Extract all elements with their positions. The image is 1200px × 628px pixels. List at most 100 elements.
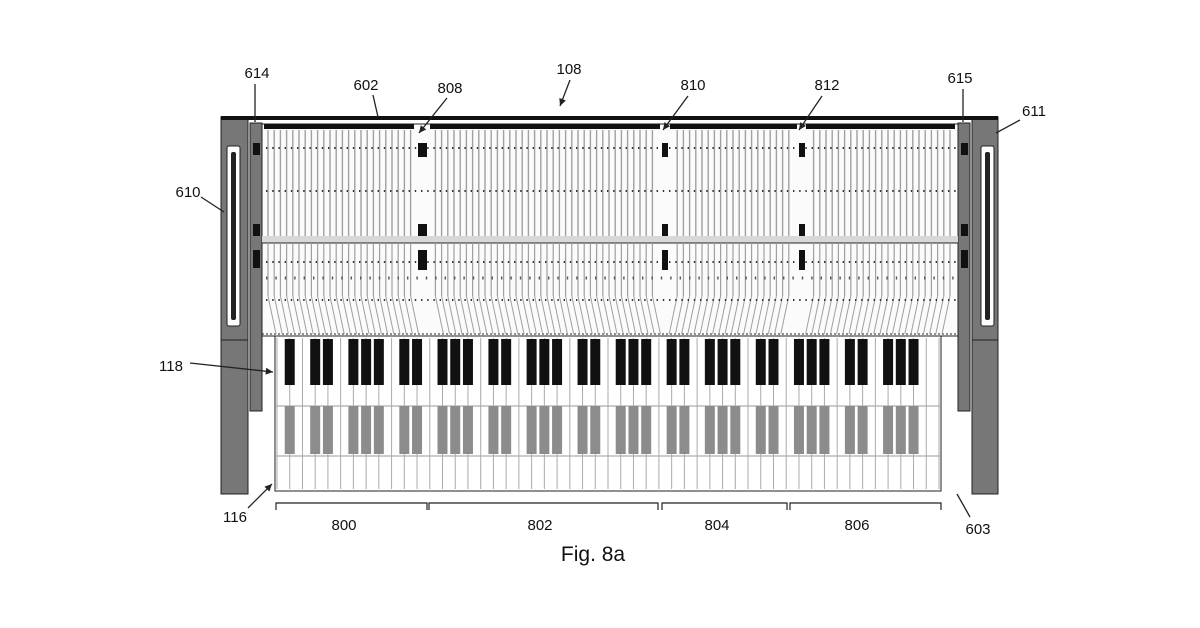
action-string-slant [279,295,289,335]
black-key [462,339,473,385]
black-key [501,339,512,385]
action-area [253,123,968,337]
black-key [819,339,830,385]
action-string-slant [503,295,513,335]
action-string-slant [687,295,697,335]
action-string-slant [472,295,482,335]
black-key [844,339,855,385]
label-divider-3: 812 [814,77,839,94]
figure-caption: Fig. 8a [561,543,626,566]
black-key-shadow [590,406,601,454]
action-string-slant [459,295,469,335]
leader-keys-head [265,367,273,375]
section-label-4: 806 [844,517,869,534]
keyboard [274,335,942,492]
black-key-shadow [552,406,563,454]
action-string-slant [317,295,327,335]
keyboard-mechanism [189,79,1021,518]
black-key [755,339,766,385]
action-string-slant [645,295,655,335]
divider-block [662,224,668,236]
divider-block [662,250,668,270]
post-block [253,224,260,236]
black-key-shadow [806,406,817,454]
action-string-slant [478,295,488,335]
leader-left-panel [200,196,225,213]
action-string-slant [583,295,593,335]
black-key [450,339,461,385]
action-string-slant [465,295,475,335]
leader-top-head [559,98,566,106]
black-key [628,339,639,385]
action-string-slant [453,295,463,335]
black-key-shadow [857,406,868,454]
action-string-slant [447,295,457,335]
action-string-slant [354,295,364,335]
leader-lower-frame [956,493,971,518]
action-string-slant [730,295,740,335]
action-string-slant [705,295,715,335]
black-key-shadow [768,406,779,454]
post-block [961,250,968,268]
action-string-slant [743,295,753,335]
black-key [908,339,919,385]
black-key [883,339,894,385]
top-frame-bar [221,116,998,120]
leader-divider-1-head [419,125,427,133]
action-string-slant [891,295,901,335]
action-string-slant [736,295,746,335]
action-strings [267,130,951,335]
divider-block [418,143,427,157]
action-string-slant [397,295,407,335]
action-string-slant [329,295,339,335]
side-panels [220,116,999,495]
action-string-slant [922,295,932,335]
action-string-slant [490,295,500,335]
black-key [590,339,601,385]
action-string-slant [749,295,759,335]
divider-block [418,250,427,270]
label-left-panel: 610 [175,184,200,201]
black-key [284,339,295,385]
black-key-shadow [310,406,321,454]
action-string-slant [348,295,358,335]
action-string-slant [298,295,308,335]
black-keys [284,339,919,454]
black-key-shadow [284,406,295,454]
hammer-rail [262,236,958,243]
black-key [806,339,817,385]
action-string-slant [558,295,568,335]
action-string-slant [304,295,314,335]
action-string-slant [323,295,333,335]
black-key [322,339,333,385]
black-key-shadow [717,406,728,454]
black-key-shadow [793,406,804,454]
action-string-slant [565,295,575,335]
black-key-shadow [704,406,715,454]
black-key [437,339,448,385]
black-key-shadow [577,406,588,454]
action-string-slant [879,295,889,335]
leader-right-panel [995,119,1021,134]
label-keys: 118 [159,358,183,375]
right-slot-bar [985,152,990,320]
label-top: 108 [556,61,581,78]
divider-block [799,250,805,270]
action-string-slant [341,295,351,335]
action-string-slant [674,295,684,335]
divider-block [418,224,427,236]
label-right-post: 615 [947,70,972,87]
action-string-slant [811,295,821,335]
label-left-post: 614 [244,65,269,82]
label-right-panel: 611 [1022,103,1046,120]
black-key-shadow [755,406,766,454]
section-top-bar [264,124,414,129]
action-string-slant [267,295,277,335]
black-key-shadow [322,406,333,454]
action-string-slant [403,295,413,335]
action-string-slant [817,295,827,335]
black-key-shadow [679,406,690,454]
black-key-shadow [628,406,639,454]
action-string-slant [589,295,599,335]
